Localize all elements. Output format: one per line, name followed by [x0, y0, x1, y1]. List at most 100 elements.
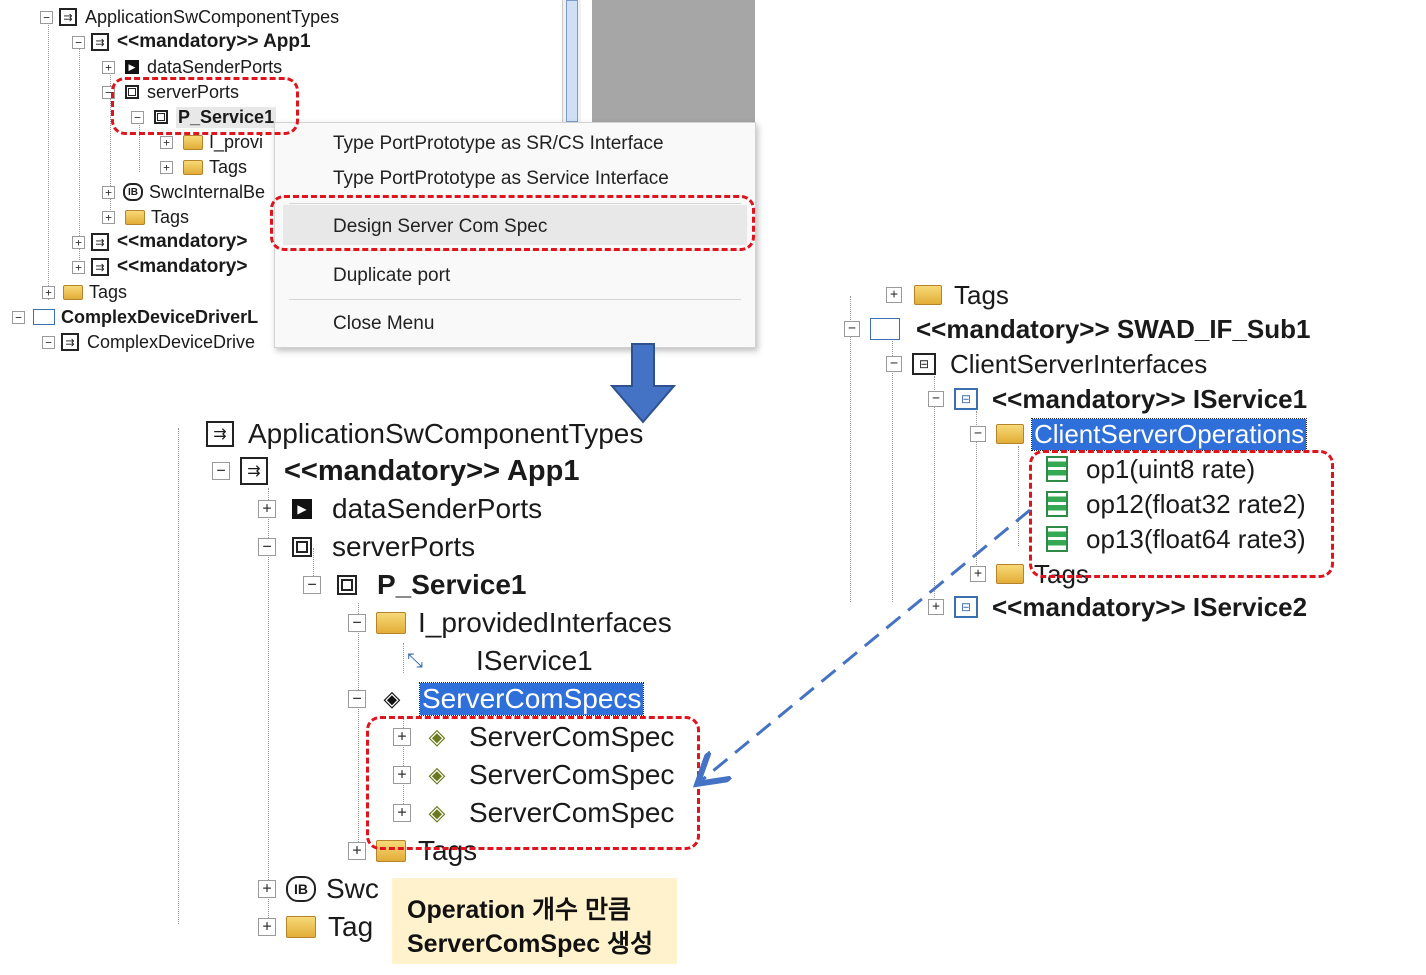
collapse-icon[interactable]: −: [844, 321, 860, 337]
menu-item-type-sr-cs[interactable]: Type PortPrototype as SR/CS Interface: [333, 133, 664, 154]
tree-item-label: ApplicationSwComponentTypes: [85, 6, 340, 27]
collapse-icon[interactable]: −: [258, 538, 276, 556]
tree-item[interactable]: + IB Swc: [258, 870, 379, 908]
tree-item[interactable]: op1(uint8 rate): [1046, 452, 1255, 486]
package-icon: [33, 309, 55, 325]
expand-icon[interactable]: +: [393, 766, 411, 784]
tree-item[interactable]: + ◈ ServerComSpec: [393, 756, 674, 794]
tree-item[interactable]: − ComplexDeviceDriverL: [12, 305, 258, 329]
bottom-screenshot: ⇉ ApplicationSwComponentTypes − ⇉ <<mand…: [170, 418, 700, 942]
tree-item[interactable]: − <<mandatory>> SWAD_IF_Sub1: [844, 312, 1310, 346]
expand-icon[interactable]: +: [258, 880, 276, 898]
tree-item[interactable]: + Tag: [258, 908, 373, 946]
server-port-icon: [292, 537, 312, 557]
tree-item[interactable]: + Tags: [42, 280, 127, 304]
component-icon: ⇉: [61, 333, 79, 351]
menu-item-close-menu[interactable]: Close Menu: [333, 313, 435, 334]
tree-item-label[interactable]: ClientServerOperations: [1030, 417, 1308, 451]
expand-icon[interactable]: +: [160, 160, 173, 174]
tree-item[interactable]: − I_providedInterfaces: [348, 604, 672, 642]
collapse-icon[interactable]: −: [928, 391, 944, 407]
tree-item[interactable]: + ◈ ServerComSpec: [393, 794, 674, 832]
component-icon: ⇉: [91, 33, 109, 51]
expand-icon[interactable]: +: [72, 235, 85, 249]
tree-item-label[interactable]: ServerComSpecs: [418, 682, 645, 716]
tree-item[interactable]: + Tags: [160, 155, 247, 179]
tree-item-label: ServerComSpec: [469, 759, 675, 790]
expand-icon[interactable]: +: [72, 260, 85, 274]
collapse-icon[interactable]: −: [886, 356, 902, 372]
tree-item[interactable]: op13(float64 rate3): [1046, 522, 1306, 556]
collapse-icon[interactable]: −: [348, 690, 366, 708]
tree-item[interactable]: − serverPorts: [258, 528, 475, 566]
tree-item[interactable]: − ⇉ <<mandatory>> App1: [72, 30, 311, 54]
tree-item[interactable]: − ⇉ <<mandatory>> App1: [212, 452, 579, 490]
tree-item-label: Swc: [326, 873, 379, 904]
menu-item-type-service[interactable]: Type PortPrototype as Service Interface: [333, 168, 669, 189]
collapse-icon[interactable]: −: [12, 310, 25, 324]
tree-item[interactable]: + ⊟ <<mandatory>> IService2: [928, 590, 1307, 624]
tree-item[interactable]: + Tags: [886, 280, 1009, 310]
collapse-icon[interactable]: −: [72, 35, 85, 49]
tree-item[interactable]: − ◈ ServerComSpecs: [348, 680, 645, 718]
expand-icon[interactable]: +: [970, 566, 986, 582]
tree-item[interactable]: − serverPorts: [102, 80, 239, 104]
expand-icon[interactable]: +: [102, 60, 115, 74]
tree-item[interactable]: + I_provi: [160, 130, 263, 154]
expand-icon[interactable]: +: [102, 210, 115, 224]
port-prototype-icon: [337, 575, 357, 595]
tree-item[interactable]: + Tags: [102, 205, 189, 229]
tree-item-label: <<mandatory>> App1: [284, 454, 580, 487]
collapse-icon[interactable]: −: [212, 462, 230, 480]
tree-item[interactable]: + ⇉ <<mandatory>: [72, 230, 247, 254]
package-icon: [870, 318, 900, 340]
folder-icon: [183, 134, 203, 150]
collapse-icon[interactable]: −: [348, 614, 366, 632]
expand-icon[interactable]: +: [348, 842, 366, 860]
collapse-icon[interactable]: −: [131, 110, 144, 124]
scrollbar-thumb[interactable]: [566, 0, 578, 122]
tree-item[interactable]: ⇉ ApplicationSwComponentTypes: [206, 416, 643, 452]
tree-item[interactable]: + ▶ dataSenderPorts: [258, 490, 542, 528]
tree-item[interactable]: + Tags: [348, 832, 477, 870]
collapse-icon[interactable]: −: [42, 335, 55, 349]
tree-item-label: Tag: [328, 911, 374, 942]
tree-item-label: Tags: [418, 835, 478, 866]
tree-item[interactable]: − ⊟ ClientServerInterfaces: [886, 347, 1207, 381]
tree-item[interactable]: − P_Service1: [303, 566, 526, 604]
tree-item[interactable]: − ⇉ ComplexDeviceDrive: [42, 330, 255, 354]
menu-item-duplicate-port[interactable]: Duplicate port: [333, 265, 451, 286]
expand-icon[interactable]: +: [928, 599, 944, 615]
tree-item[interactable]: + IB SwcInternalBe: [102, 180, 265, 204]
tree-item[interactable]: − ⊟ <<mandatory>> IService1: [928, 382, 1307, 416]
tree-item[interactable]: op12(float32 rate2): [1046, 487, 1306, 521]
component-types-icon: ⇉: [59, 8, 77, 26]
tree-item[interactable]: + ⇉ <<mandatory>: [72, 255, 247, 279]
tree-item[interactable]: + ▶ dataSenderPorts: [102, 55, 282, 79]
tree-item[interactable]: ⤡ IService1: [400, 642, 593, 680]
expand-icon[interactable]: +: [102, 185, 115, 199]
expand-icon[interactable]: +: [258, 918, 276, 936]
operation-icon: [1046, 491, 1068, 517]
collapse-icon[interactable]: −: [303, 576, 321, 594]
expand-icon[interactable]: +: [258, 500, 276, 518]
tree-item[interactable]: − ⇉ ApplicationSwComponentTypes: [40, 5, 339, 29]
collapse-icon[interactable]: −: [40, 10, 53, 24]
tree-item[interactable]: + ◈ ServerComSpec: [393, 718, 674, 756]
expand-icon[interactable]: +: [393, 728, 411, 746]
tree-item-label: Tags: [209, 156, 248, 177]
tree-item-label: <<mandatory>> IService2: [992, 591, 1308, 622]
expand-icon[interactable]: +: [42, 285, 55, 299]
menu-item-design-server-com-spec[interactable]: Design Server Com Spec: [333, 216, 548, 237]
tree-item[interactable]: − P_Service1: [131, 105, 277, 129]
tags-folder-icon: [286, 916, 316, 938]
expand-icon[interactable]: +: [886, 287, 902, 303]
com-spec-diamond-icon: ◈: [428, 762, 446, 787]
expand-icon[interactable]: +: [393, 804, 411, 822]
tree-item[interactable]: + Tags: [970, 557, 1089, 591]
collapse-icon[interactable]: −: [970, 426, 986, 442]
tree-item[interactable]: − ClientServerOperations: [970, 417, 1308, 451]
expand-icon[interactable]: +: [160, 135, 173, 149]
tree-item-label: serverPorts: [332, 531, 476, 562]
